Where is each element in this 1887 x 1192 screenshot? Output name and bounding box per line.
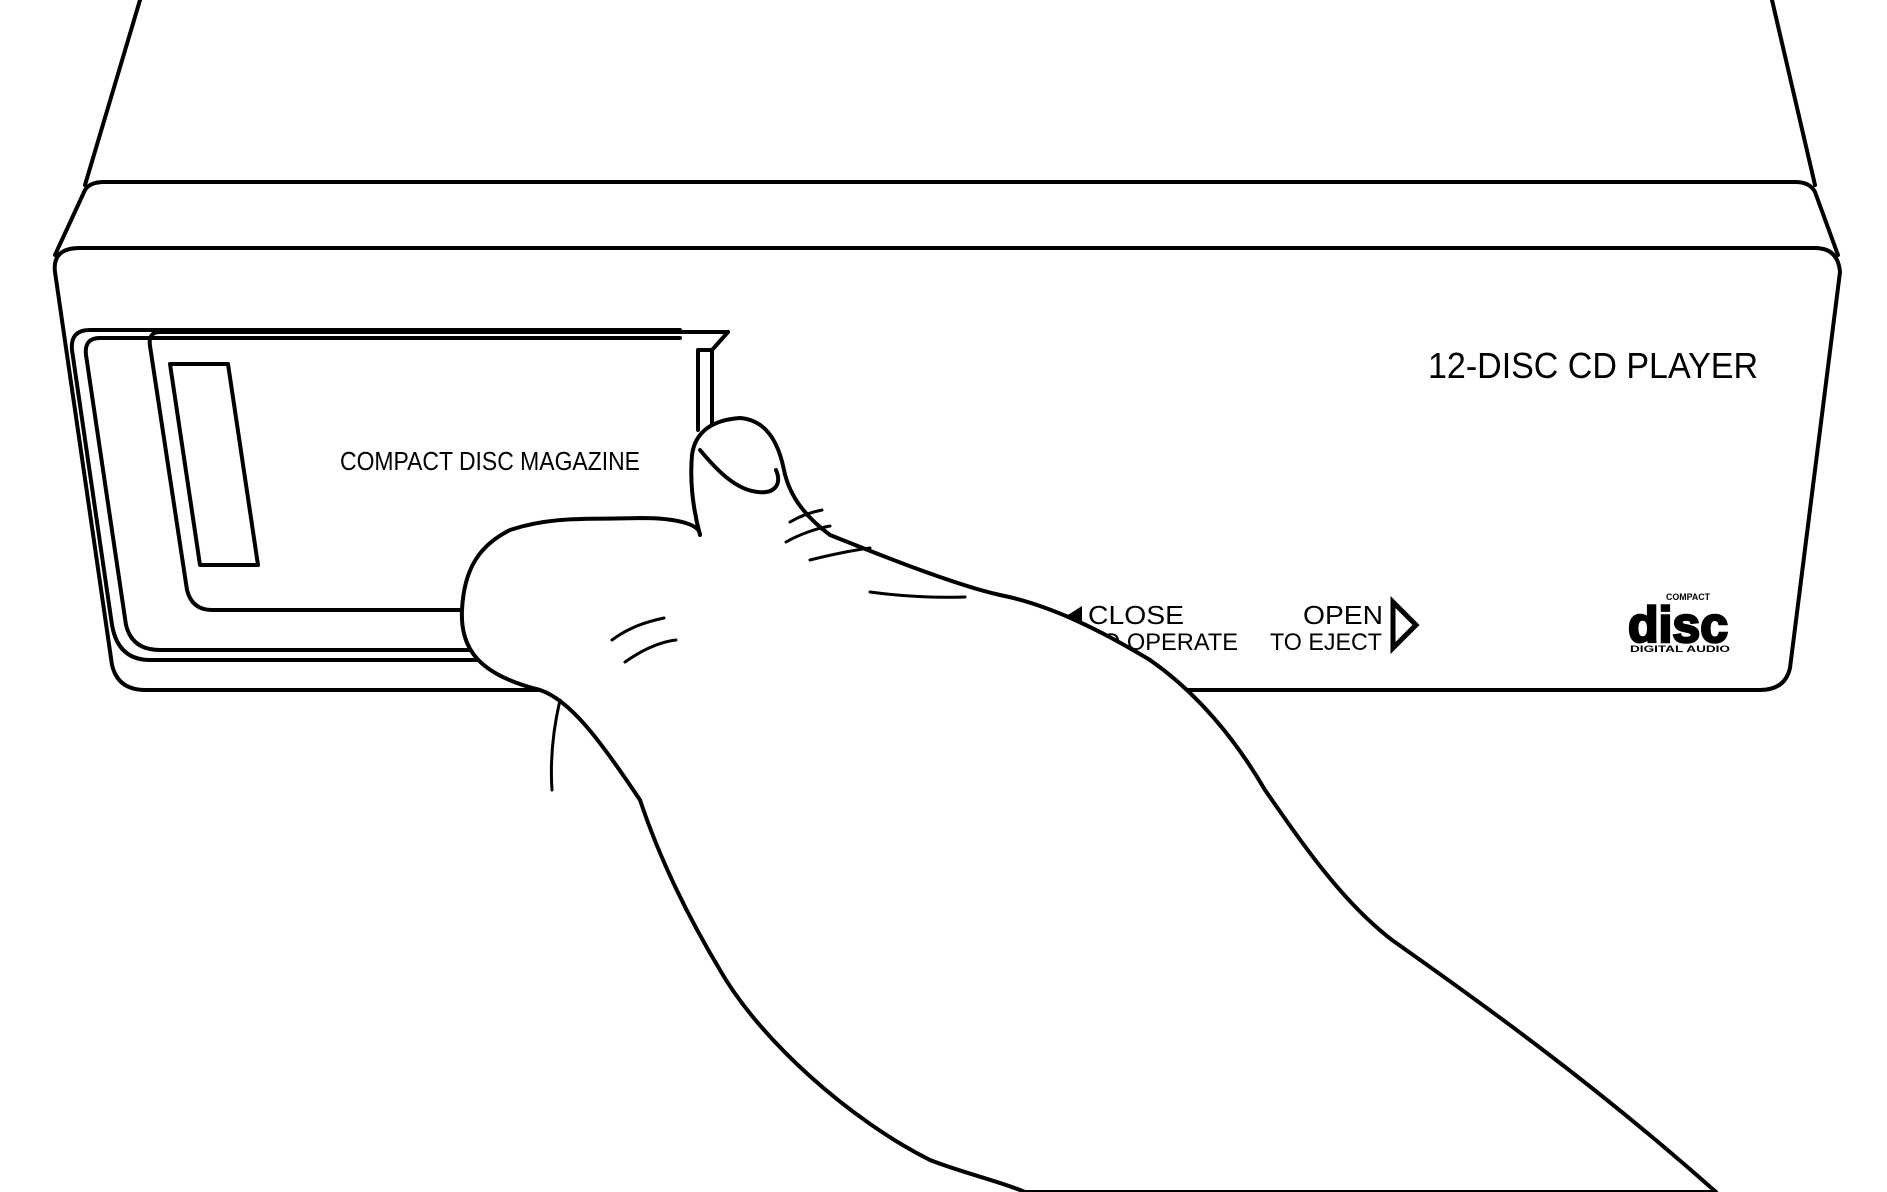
logo-word: disc [1628,597,1728,653]
compact-disc-logo: COMPACT disc DIGITAL AUDIO [1627,592,1730,654]
hand-illustration [459,416,1718,1192]
logo-top-text: COMPACT [1666,592,1710,602]
magazine-label: COMPACT DISC MAGAZINE [340,446,640,476]
open-label: OPEN [1303,600,1383,630]
open-arrow-icon [1390,595,1420,655]
magazine-slot [69,328,682,662]
changer-housing [53,0,1840,257]
front-panel [52,246,1842,692]
thumbnail [698,448,781,495]
magazine-label-window [168,362,260,567]
open-indicator[interactable]: OPEN TO EJECT [1270,595,1420,656]
open-sub-label: TO EJECT [1270,629,1382,656]
model-label: 12-DISC CD PLAYER [1428,345,1758,386]
close-label: CLOSE [1088,600,1184,630]
hand [459,416,1718,1192]
logo-bottom-text: DIGITAL AUDIO [1630,644,1730,654]
cd-magazine[interactable]: COMPACT DISC MAGAZINE [147,330,730,612]
